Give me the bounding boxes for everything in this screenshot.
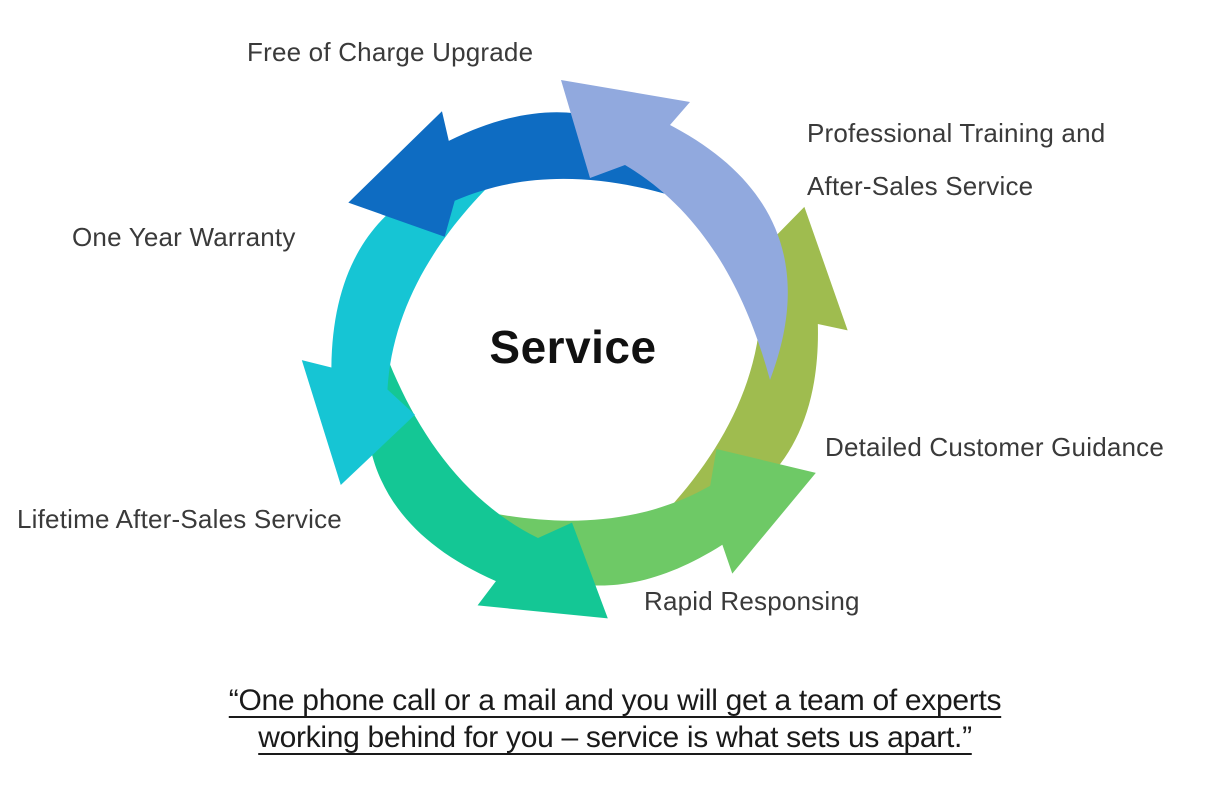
label-rapid-responsing: Rapid Responsing (644, 586, 860, 616)
quote-line-1: “One phone call or a mail and you will g… (228, 684, 1002, 717)
label-one-year-warranty: One Year Warranty (72, 222, 296, 252)
diagram-center-title: Service (489, 321, 657, 373)
quote-line-2: working behind for you – service is what… (258, 721, 972, 754)
label-detailed-customer-guidance: Detailed Customer Guidance (825, 432, 1165, 462)
label-lifetime-after-sales-service: Lifetime After-Sales Service (17, 504, 342, 534)
label-free-of-charge-upgrade: Free of Charge Upgrade (247, 37, 534, 67)
label-professional-training: Professional Training and After-Sales Se… (807, 118, 1106, 201)
service-quote: “One phone call or a mail and you will g… (0, 682, 1230, 756)
